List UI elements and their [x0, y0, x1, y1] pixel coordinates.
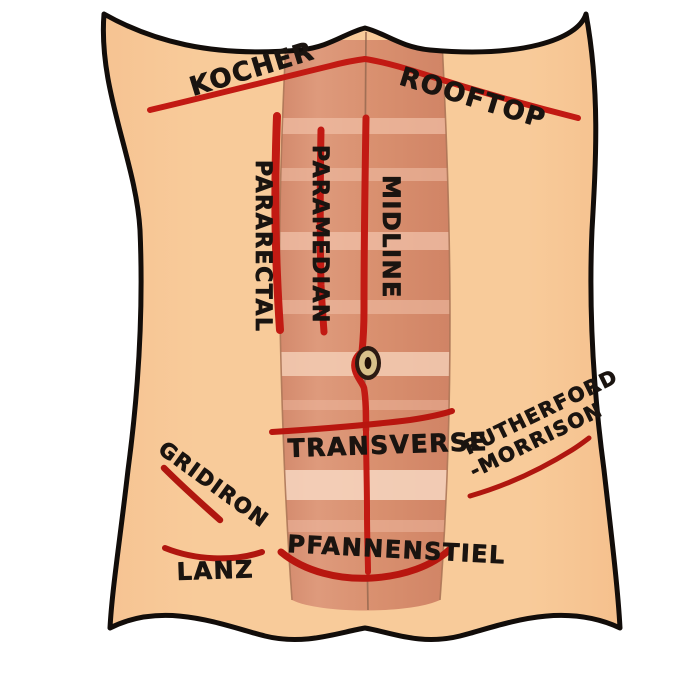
label-lanz: LANZ [176, 555, 254, 586]
rooftop-incision-line [362, 56, 581, 121]
rutherford-morrison-incision-line [467, 435, 592, 499]
label-pararectal: PARARECTAL [250, 160, 275, 333]
lanz-incision-line [162, 545, 265, 562]
incision-lines-group [147, 56, 592, 582]
label-midline: MIDLINE [377, 175, 405, 299]
paramedian-incision-line [316, 126, 328, 336]
pfannenstiel-incision-line [277, 546, 453, 582]
kocher-incision-line [147, 56, 368, 113]
gridiron-incision-line [160, 464, 224, 524]
pararectal-incision-line [271, 112, 284, 334]
transverse-incision-line [269, 408, 455, 435]
umbilicus-center [364, 357, 372, 369]
rectus-right-border [439, 39, 451, 601]
midline-incision-upper [358, 114, 370, 356]
label-transverse: TRANSVERSE [287, 427, 488, 463]
label-paramedian: PARAMEDIAN [307, 145, 332, 324]
midline-incision-lower [363, 427, 371, 575]
torso-outline [100, 11, 623, 643]
umbilicus [355, 346, 381, 380]
